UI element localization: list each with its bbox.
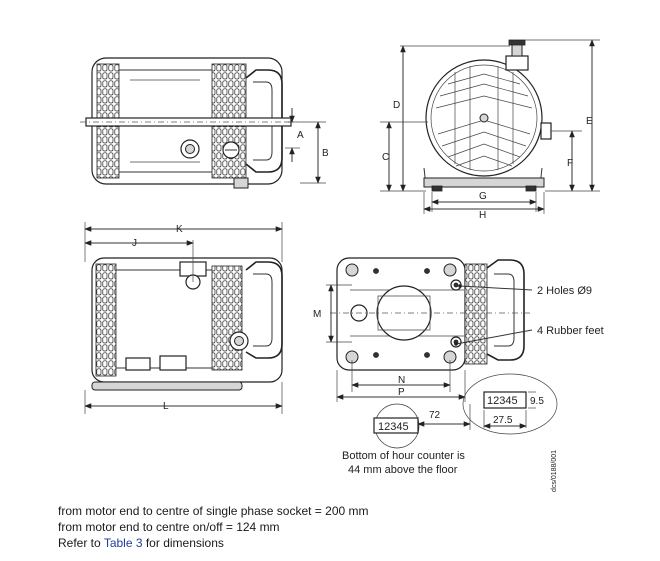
dimension-a: A xyxy=(285,108,304,162)
label-d: D xyxy=(393,100,400,111)
detail-counter-value: 12345 xyxy=(487,395,518,407)
hour-counter-position: 12345 72 Bottom of hour counter is 44 mm… xyxy=(342,403,471,476)
dimension-l: L xyxy=(84,382,283,414)
label-f: F xyxy=(567,158,573,169)
dimension-c: C xyxy=(380,121,428,192)
table-3-link[interactable]: Table 3 xyxy=(103,536,143,550)
feet-callout: 4 Rubber feet xyxy=(454,325,604,346)
holes-callout: 2 Holes Ø9 xyxy=(458,284,592,297)
hour-counter-note-line1: Bottom of hour counter is xyxy=(342,450,465,462)
hour-counter-value: 12345 xyxy=(378,421,409,433)
detail-width: 27.5 xyxy=(493,415,513,426)
detail-height: 9.5 xyxy=(530,396,544,407)
dimension-d: D xyxy=(393,45,510,192)
drawing-reference: dcs/0188/001 xyxy=(551,450,558,492)
note-line-3-suffix: for dimensions xyxy=(142,536,224,550)
dimension-m: M xyxy=(313,284,352,343)
feet-callout-label: 4 Rubber feet xyxy=(537,325,604,337)
end-view xyxy=(423,39,552,192)
label-m: M xyxy=(313,309,321,320)
label-j: J xyxy=(132,238,137,249)
hour-counter-detail: 12345 9.5 27.5 xyxy=(462,373,558,435)
label-n: N xyxy=(398,375,405,386)
hour-counter-offset: 72 xyxy=(429,410,441,421)
dimension-p: P xyxy=(336,370,466,402)
label-l: L xyxy=(163,401,169,412)
dimension-n: N xyxy=(351,360,451,392)
holes-callout-label: 2 Holes Ø9 xyxy=(537,285,592,297)
underside-view xyxy=(330,257,530,371)
dimension-f: F xyxy=(551,130,582,192)
label-k: K xyxy=(176,224,183,235)
dimension-b: B xyxy=(300,121,329,184)
hour-counter-note-line2: 44 mm above the floor xyxy=(348,464,458,476)
label-h: H xyxy=(479,210,486,221)
label-a: A xyxy=(297,130,304,141)
label-c: C xyxy=(382,152,389,163)
side-view xyxy=(91,257,283,391)
note-line-1: from motor end to centre of single phase… xyxy=(58,504,369,518)
top-view xyxy=(80,57,298,189)
label-g: G xyxy=(479,191,487,202)
pump-dimension-diagram: A B C D xyxy=(80,39,604,492)
note-line-3: Refer to Table 3 for dimensions xyxy=(58,535,369,551)
dimension-notes: from motor end to centre of single phase… xyxy=(58,503,369,551)
label-b: B xyxy=(322,148,329,159)
label-e: E xyxy=(586,116,593,127)
dimension-k: K xyxy=(84,222,283,262)
dimension-j: J xyxy=(84,236,194,282)
dimension-h: H xyxy=(423,192,545,221)
label-p: P xyxy=(398,387,405,398)
note-line-3-prefix: Refer to xyxy=(58,536,104,550)
note-line-2: from motor end to centre on/off = 124 mm xyxy=(58,520,280,534)
